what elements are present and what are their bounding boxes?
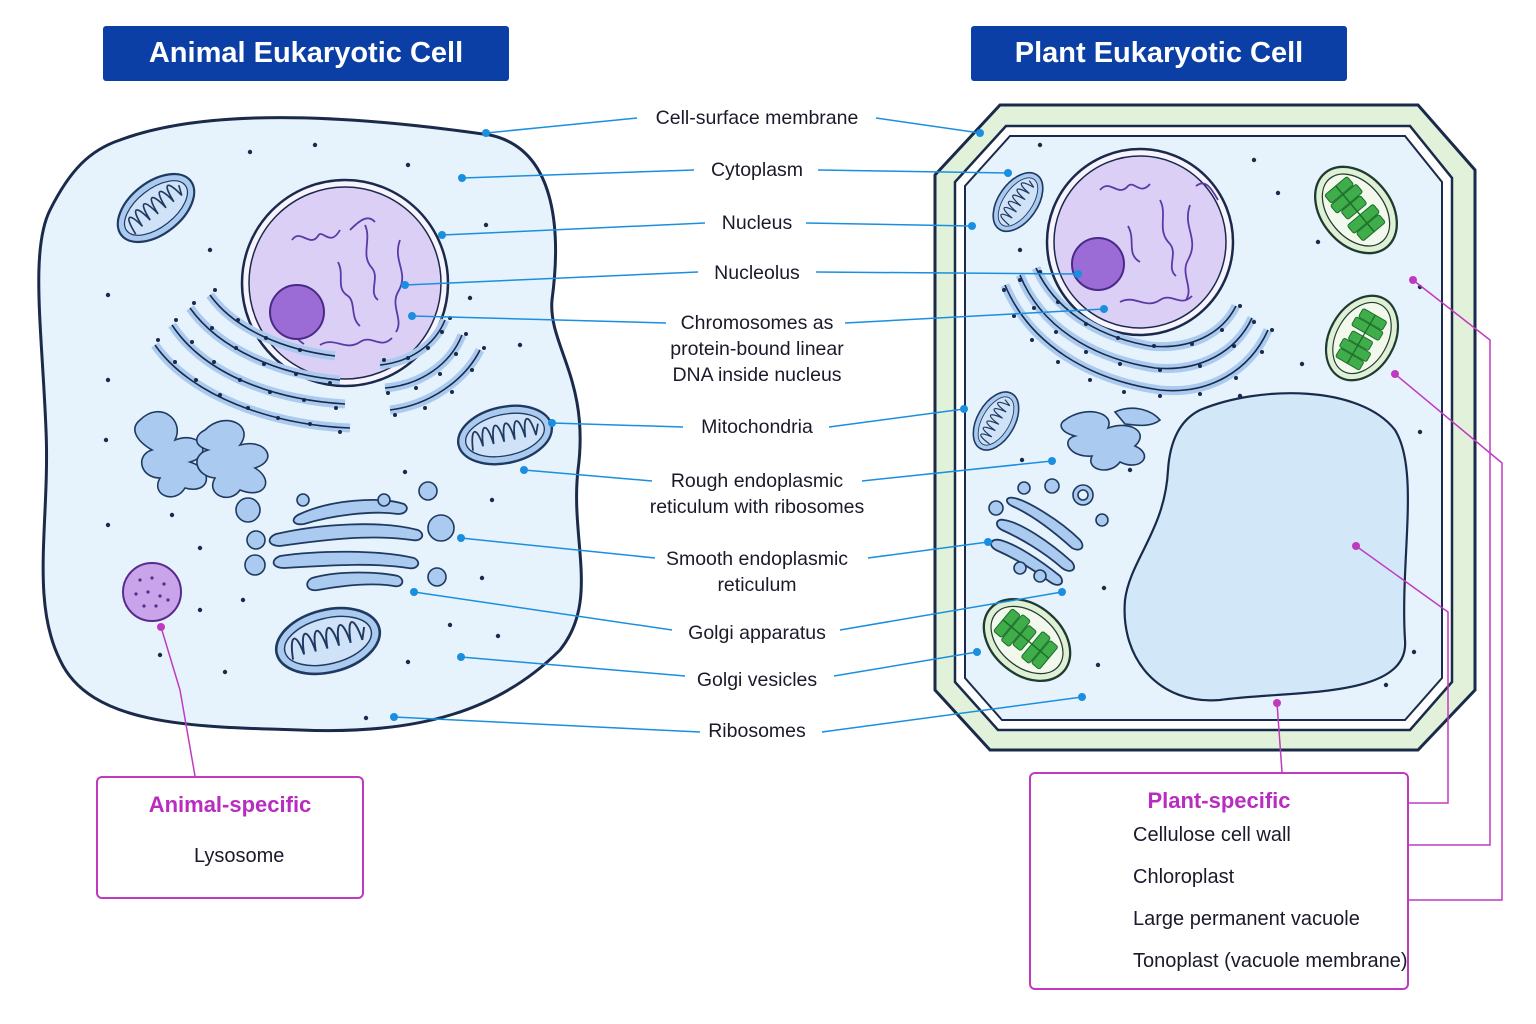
plant-nucleus [1045, 147, 1235, 337]
label-smooth-er-line1: Smooth endoplasmic [665, 548, 849, 570]
legend-cellulose-cell-wall: Cellulose cell wall [1133, 824, 1291, 846]
label-rough-er: Rough endoplasmic reticulum with ribosom… [607, 468, 907, 520]
specific-leader-lines [160, 279, 1503, 901]
leader-lines [393, 117, 1105, 733]
plant-vacuole [1123, 392, 1409, 702]
label-smooth-er: Smooth endoplasmic reticulum [607, 546, 907, 598]
legend-chloroplast: Chloroplast [1133, 866, 1235, 888]
specific-leader-endpoints [157, 276, 1417, 707]
plant-rough-er [1000, 266, 1273, 396]
plant-smooth-er [1060, 407, 1162, 471]
animal-golgi-vesicles [235, 481, 455, 587]
animal-specific-box: Animal-specific Lysosome [96, 776, 364, 899]
label-chromosomes-line1: Chromosomes as [680, 312, 834, 334]
label-cytoplasm: Cytoplasm [710, 159, 804, 181]
plant-nucleolus [1071, 237, 1125, 291]
label-chromosomes-line3: DNA inside nucleus [672, 364, 842, 386]
animal-lysosome [122, 562, 182, 622]
animal-nucleolus [269, 284, 325, 340]
animal-smooth-er [134, 410, 269, 499]
label-nucleus: Nucleus [721, 212, 793, 234]
label-golgi-apparatus: Golgi apparatus [688, 622, 826, 644]
plant-rer-ribosomes [1002, 270, 1274, 398]
label-rough-er-line1: Rough endoplasmic [670, 470, 844, 492]
animal-rough-er [151, 292, 485, 433]
label-chromosomes-line2: protein-bound linear [670, 338, 844, 360]
label-rough-er-line2: reticulum with ribosomes [649, 496, 865, 518]
animal-specific-title: Animal-specific [148, 792, 312, 817]
plant-golgi-vesicles [988, 478, 1109, 583]
animal-cytoplasm-dots [103, 142, 523, 721]
leader-endpoints [390, 129, 1108, 721]
plant-specific-title: Plant-specific [1147, 788, 1291, 813]
animal-cell-title: Animal Eukaryotic Cell [103, 26, 509, 81]
label-smooth-er-line2: reticulum [717, 574, 797, 596]
animal-cell [37, 116, 583, 733]
label-mitochondria: Mitochondria [701, 416, 813, 438]
label-ribosomes: Ribosomes [708, 720, 806, 742]
animal-nucleus [240, 178, 450, 388]
label-chromosomes: Chromosomes as protein-bound linear DNA … [607, 310, 907, 388]
plant-cell-title: Plant Eukaryotic Cell [971, 26, 1347, 81]
legend-lysosome: Lysosome [194, 845, 285, 867]
label-nucleolus: Nucleolus [714, 262, 800, 284]
plant-cytoplasm-dots [1017, 142, 1423, 688]
legend-large-permanent-vacuole: Large permanent vacuole [1133, 908, 1360, 930]
label-cell-surface-membrane: Cell-surface membrane [655, 107, 859, 129]
animal-golgi [268, 499, 424, 592]
plant-specific-box: Plant-specific Cellulose cell wall Chlor… [1029, 772, 1409, 990]
label-golgi-vesicles: Golgi vesicles [696, 669, 818, 691]
plant-cell [933, 103, 1477, 752]
legend-tonoplast: Tonoplast (vacuole membrane) [1133, 950, 1408, 972]
